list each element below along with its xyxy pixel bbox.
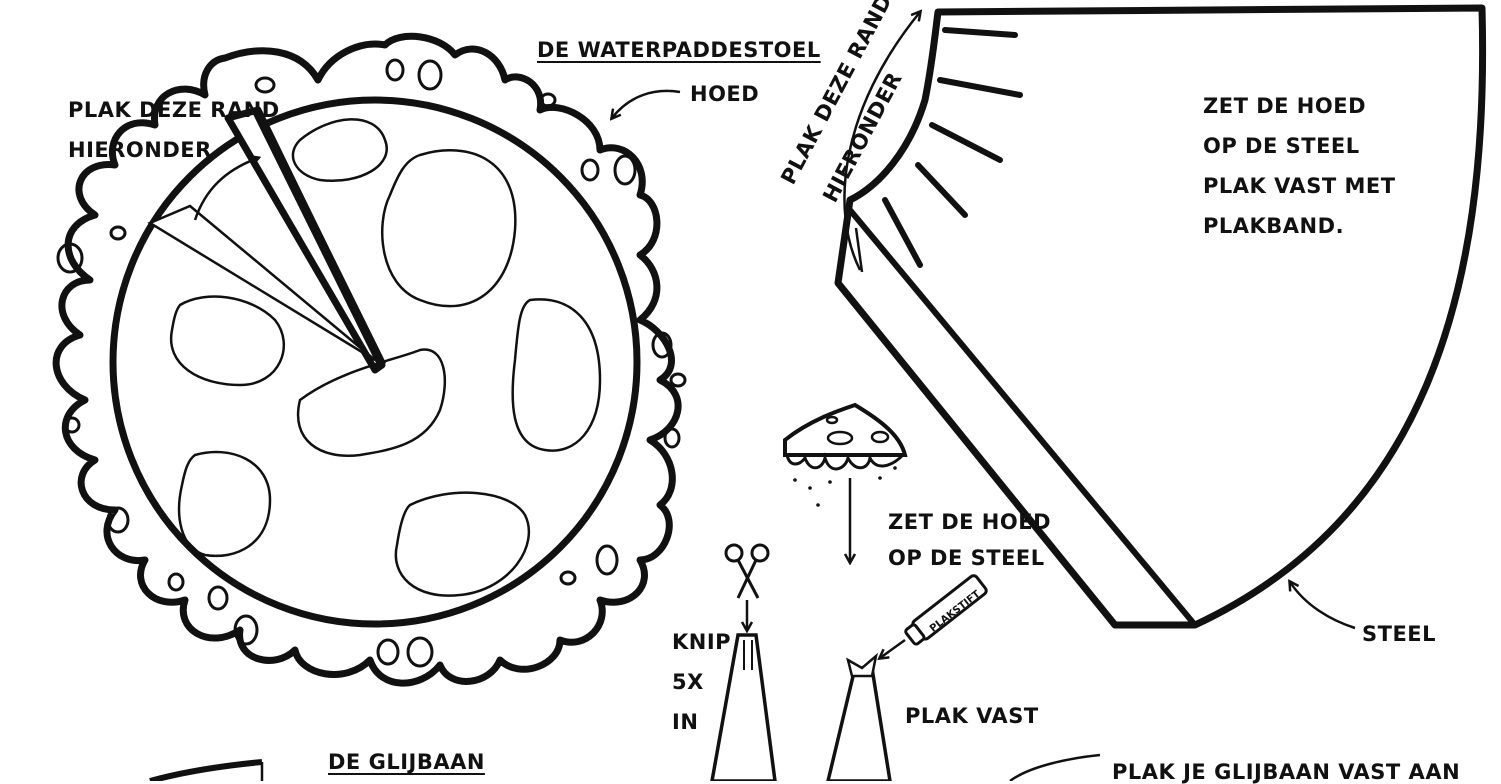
step-illustrations <box>710 402 988 781</box>
place-hat-line1: ZET DE HOED <box>888 510 1051 534</box>
slide-title: DE GLIJBAAN <box>328 750 485 774</box>
slide-template <box>149 753 1101 781</box>
scissors-icon <box>724 543 770 599</box>
cut-cone-icon <box>710 633 777 781</box>
cut-line3: IN <box>672 710 699 734</box>
mushroom-hat-template <box>52 32 687 687</box>
glued-cone-icon <box>826 666 892 781</box>
hat-glue-flap <box>147 204 376 362</box>
stem-instruction-4: PLAKBAND. <box>1203 214 1345 238</box>
glue-label: PLAK VAST <box>905 704 1039 728</box>
cut-line1: KNIP <box>672 630 732 654</box>
slide-attach-text: PLAK JE GLIJBAAN VAST AAN <box>1112 760 1461 784</box>
hat-glue-label-line1: PLAK DEZE RAND <box>68 98 280 122</box>
hat-label: HOED <box>690 82 760 106</box>
stem-instruction-1: ZET DE HOED <box>1203 94 1366 118</box>
glue-stick-icon <box>904 574 988 646</box>
stem-glue-tabs <box>882 27 1023 268</box>
stem-instruction-2: OP DE STEEL <box>1203 134 1360 158</box>
mini-hat-icon <box>783 402 908 457</box>
hat-title: DE WATERPADDESTOEL <box>537 38 821 62</box>
mushroom-stem-template <box>834 4 1487 630</box>
hat-spots <box>169 118 602 597</box>
place-hat-line2: OP DE STEEL <box>888 546 1045 570</box>
cut-line2: 5X <box>672 670 704 694</box>
hat-glue-label-line2: HIERONDER <box>68 138 212 162</box>
stem-label: STEEL <box>1362 622 1437 646</box>
stem-instruction-3: PLAK VAST MET <box>1203 174 1396 198</box>
frill-dots <box>56 58 687 668</box>
